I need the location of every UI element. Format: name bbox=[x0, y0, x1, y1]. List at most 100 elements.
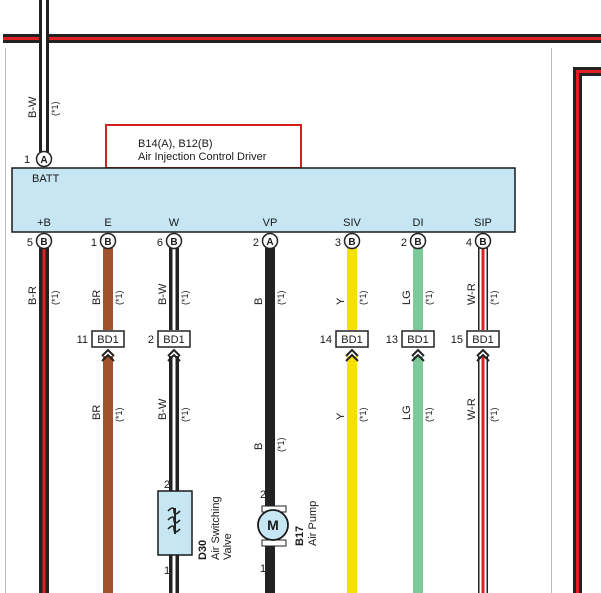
wire-note-di: (*1) bbox=[424, 290, 434, 305]
wire-note-sip: (*1) bbox=[489, 290, 499, 305]
connector-circle-e bbox=[99, 232, 117, 250]
lower-wire-color-vp: B bbox=[253, 443, 265, 450]
motor-symbol: M bbox=[267, 517, 279, 533]
d30-pin-top: 2 bbox=[164, 479, 170, 491]
junction-label-di: BD1 bbox=[407, 334, 428, 346]
connector-letter-siv: B bbox=[348, 237, 355, 248]
junction-box-e bbox=[91, 330, 125, 348]
lower-wire-color-e: BR bbox=[91, 405, 103, 420]
terminal-pin-vp: 2 bbox=[253, 237, 259, 249]
wire-w-stripe bbox=[172, 248, 176, 330]
junction-box-sip bbox=[466, 330, 500, 348]
lower-wire-color-siv: Y bbox=[335, 412, 347, 420]
batt-wire-color: B-W bbox=[27, 96, 39, 118]
component-ref: B14(A), B12(B) bbox=[138, 138, 213, 150]
wire-note-e: (*1) bbox=[114, 290, 124, 305]
junction-chevron-sip bbox=[476, 348, 490, 362]
motor-circle bbox=[257, 509, 289, 541]
junction-chevron-siv bbox=[345, 348, 359, 362]
terminal-label-vp: VP bbox=[263, 217, 278, 229]
wire-vp bbox=[265, 546, 275, 593]
connector-circle-di bbox=[409, 232, 427, 250]
batt-connector-letter: A bbox=[40, 155, 47, 166]
air-switching-valve bbox=[157, 490, 193, 556]
junction-label-sip: BD1 bbox=[472, 334, 493, 346]
lower-wire-color-di: LG bbox=[401, 405, 413, 420]
terminal-pin-w: 6 bbox=[157, 237, 163, 249]
d30-name-line1: Air Switching bbox=[210, 496, 222, 560]
wire-siv bbox=[347, 356, 357, 593]
connector-circle-w bbox=[165, 232, 183, 250]
terminal-pin-b: 5 bbox=[27, 237, 33, 249]
junction-label-siv: BD1 bbox=[341, 334, 362, 346]
terminal-label-w: W bbox=[169, 217, 180, 229]
terminal-label-e: E bbox=[104, 217, 111, 229]
wire-e bbox=[103, 248, 113, 330]
air-pump bbox=[257, 505, 289, 547]
junctions-layer: BD111BR(*1)BD12B-W(*1)B(*1)BD114Y(*1)BD1… bbox=[77, 330, 500, 452]
lower-wire-color-sip: W-R bbox=[466, 398, 478, 420]
right-bus-wire bbox=[573, 67, 601, 593]
junction-pin-e: 11 bbox=[77, 334, 88, 346]
terminal-pin-sip: 4 bbox=[466, 237, 472, 249]
wire-sip-stripe bbox=[481, 248, 485, 330]
connector-letter-e: B bbox=[104, 237, 111, 248]
wire-w-stripe bbox=[172, 555, 176, 593]
lower-wire-note-sip: (*1) bbox=[489, 407, 499, 422]
junction-pin-di: 13 bbox=[386, 334, 398, 346]
top-bus-wire bbox=[3, 34, 601, 43]
terminal-pin-siv: 3 bbox=[335, 237, 341, 249]
batt-wire-note: (*1) bbox=[50, 101, 60, 116]
terminal-label-b: +B bbox=[37, 217, 51, 229]
lower-wire-color-w: B-W bbox=[157, 398, 169, 420]
component-title-box bbox=[105, 124, 302, 169]
wire-note-w: (*1) bbox=[180, 290, 190, 305]
batt-pin-number: 1 bbox=[24, 154, 30, 166]
junction-box-siv bbox=[335, 330, 369, 348]
connector-circle-sip bbox=[474, 232, 492, 250]
junction-box-di bbox=[401, 330, 435, 348]
wire-di bbox=[413, 356, 423, 593]
b17-name: Air Pump bbox=[307, 501, 319, 546]
connector-letter-sip: B bbox=[479, 237, 486, 248]
connector-letter-w: B bbox=[170, 237, 177, 248]
wire-color-siv: Y bbox=[335, 297, 347, 305]
batt-wire bbox=[39, 0, 49, 152]
left-border-line bbox=[5, 48, 6, 593]
component-name: Air Injection Control Driver bbox=[138, 151, 267, 163]
wire-di bbox=[413, 248, 423, 330]
driver-box bbox=[11, 167, 516, 233]
terminal-label-siv: SIV bbox=[343, 217, 361, 229]
wire-color-e: BR bbox=[91, 290, 103, 305]
wire-note-siv: (*1) bbox=[358, 290, 368, 305]
connector-circle-vp bbox=[261, 232, 279, 250]
junction-chevron-e bbox=[101, 348, 115, 362]
lower-wire-note-vp: (*1) bbox=[276, 437, 286, 452]
junction-pin-siv: 14 bbox=[320, 334, 332, 346]
wire-e bbox=[103, 356, 113, 593]
batt-connector-circle bbox=[35, 150, 53, 168]
wire-note-b: (*1) bbox=[50, 290, 60, 305]
terminal-label-di: DI bbox=[413, 217, 424, 229]
junction-chevron-w bbox=[167, 348, 181, 362]
lower-wire-note-di: (*1) bbox=[424, 407, 434, 422]
b17-ref: B17 bbox=[294, 526, 306, 546]
wire-w-stripe bbox=[172, 356, 176, 491]
b17-pin-bottom: 1 bbox=[260, 563, 266, 575]
d30-name-line2: Valve bbox=[222, 533, 234, 560]
junction-pin-sip: 15 bbox=[451, 334, 463, 346]
connector-letter-di: B bbox=[414, 237, 421, 248]
wire-note-vp: (*1) bbox=[276, 290, 286, 305]
d30-ref: D30 bbox=[197, 540, 209, 560]
junction-label-e: BD1 bbox=[97, 334, 118, 346]
d30-pin-bottom: 1 bbox=[164, 565, 170, 577]
wire-vp bbox=[265, 248, 275, 506]
lower-wire-note-siv: (*1) bbox=[358, 407, 368, 422]
junction-box-w bbox=[157, 330, 191, 348]
wire-sip-stripe bbox=[481, 356, 485, 593]
terminal-pin-e: 1 bbox=[91, 237, 97, 249]
wires-layer bbox=[39, 248, 488, 593]
wire-color-sip: W-R bbox=[466, 283, 478, 305]
